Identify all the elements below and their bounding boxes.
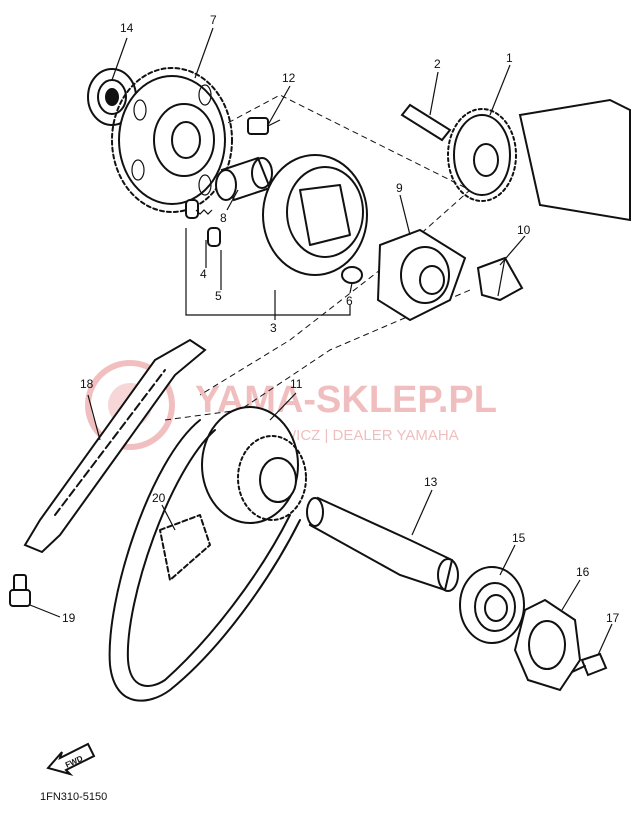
part-11-sprocket (201, 406, 307, 524)
part-19-bolt (9, 574, 31, 607)
callout-12: 12 (282, 71, 296, 85)
callout-labels: 14 7 12 2 1 8 9 10 4 5 6 3 18 11 13 20 1… (62, 13, 620, 625)
callout-2: 2 (434, 57, 441, 71)
assembly-dashed-outline (139, 94, 471, 421)
callout-13: 13 (424, 475, 438, 489)
part-10-cap (476, 256, 524, 302)
part-3-clutch-housing (262, 154, 368, 276)
callout-9: 9 (396, 181, 403, 195)
callout-1: 1 (506, 51, 513, 65)
callout-4: 4 (200, 267, 207, 281)
part-8-sleeve (215, 156, 273, 202)
callout-3: 3 (270, 321, 277, 335)
part-15-bearing (459, 566, 525, 644)
callout-7: 7 (210, 13, 217, 27)
fwd-arrow-icon: FWD (46, 742, 96, 776)
leader-lines (29, 27, 613, 656)
callout-19: 19 (62, 611, 76, 625)
part-20-chain (108, 419, 301, 702)
part-4-5-spring-roller (185, 199, 221, 247)
callout-16: 16 (576, 565, 590, 579)
part-1-starter-motor (447, 98, 631, 222)
part-12-bolt (247, 117, 281, 135)
callout-17: 17 (606, 611, 620, 625)
part-16-cover-plate (513, 598, 582, 692)
part-7-large-gear (111, 67, 233, 213)
part-6-roller (341, 266, 363, 284)
callout-14: 14 (120, 21, 134, 35)
callout-8: 8 (220, 211, 227, 225)
part-9-clutch-boss (376, 228, 467, 322)
callout-15: 15 (512, 531, 526, 545)
part-2-pin (400, 103, 452, 142)
part-18-chain-guide (23, 338, 207, 554)
callout-6: 6 (346, 294, 353, 308)
part-17-bolt (571, 652, 608, 677)
watermark-logo-ring (85, 360, 175, 450)
part-13-shaft (306, 496, 459, 592)
callout-18: 18 (80, 377, 94, 391)
callout-10: 10 (517, 223, 531, 237)
callout-11: 11 (290, 377, 303, 391)
callout-5: 5 (215, 289, 222, 303)
diagram-code: 1FN310-5150 (40, 791, 107, 803)
callout-20: 20 (152, 491, 166, 505)
